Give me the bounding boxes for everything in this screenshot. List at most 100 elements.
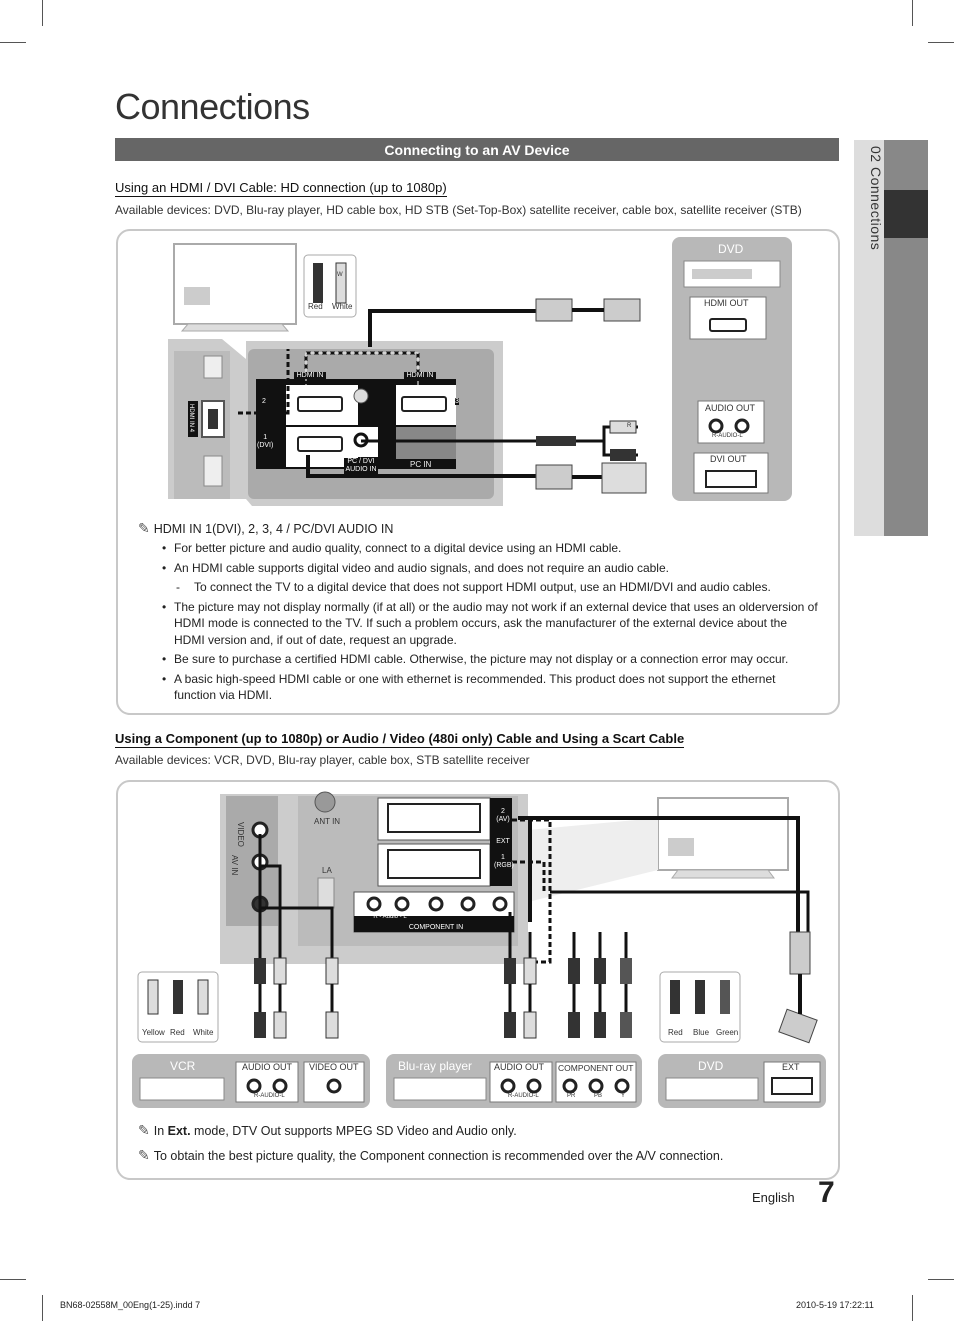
ant-in-port bbox=[314, 791, 336, 813]
port-2-label: 2 bbox=[262, 398, 266, 405]
hdmi-port-3-slot bbox=[401, 396, 447, 412]
side-tab-active bbox=[884, 190, 928, 238]
rca-plug bbox=[609, 420, 637, 434]
bluray-audio-out-box bbox=[489, 1061, 553, 1103]
ext-label: EXT bbox=[494, 838, 512, 845]
cable-red-label: Red bbox=[308, 302, 323, 311]
pb-label: PB bbox=[594, 1093, 603, 1099]
vcr-audio-out-label: AUDIO OUT bbox=[242, 1062, 293, 1072]
hdmi-note-title-text: HDMI IN 1(DVI), 2, 3, 4 / PC/DVI AUDIO I… bbox=[153, 522, 394, 536]
audio-out-label: AUDIO OUT bbox=[705, 403, 756, 413]
cable-white-label: White bbox=[193, 1028, 214, 1037]
bluray-component-out-label: COMPONENT OUT bbox=[558, 1063, 634, 1073]
bluray-label: Blu-ray player bbox=[398, 1059, 473, 1073]
bluray-y-jack bbox=[614, 1078, 630, 1094]
scart-cable-to-tv bbox=[530, 816, 800, 932]
av-cable bbox=[260, 864, 282, 958]
audio-plug bbox=[536, 436, 576, 446]
tv-stand bbox=[671, 869, 775, 879]
y-jack bbox=[492, 896, 508, 912]
scart-cable bbox=[550, 890, 810, 932]
pencil-icon: ✎ bbox=[138, 1122, 150, 1138]
pc-in-label: PC IN bbox=[410, 460, 432, 469]
y-label: Y bbox=[621, 1093, 626, 1099]
tv-outline bbox=[657, 797, 789, 871]
ext1-label: 1 (RGB) bbox=[494, 854, 514, 870]
cable-segments bbox=[258, 984, 628, 1012]
plug bbox=[325, 1011, 339, 1039]
component-in-label: COMPONENT IN bbox=[406, 924, 466, 931]
note-bold: Ext. bbox=[167, 1124, 191, 1138]
dvd-tray bbox=[692, 269, 752, 279]
port-3-label: 3 bbox=[455, 398, 459, 405]
tv-stand bbox=[180, 323, 290, 332]
hdmi-diagram bbox=[168, 237, 792, 506]
crop-mark bbox=[928, 42, 954, 43]
slug-left: BN68-02558M_00Eng(1-25).indd 7 bbox=[60, 1300, 201, 1310]
plug bbox=[273, 957, 287, 985]
rca-plug-white bbox=[335, 262, 347, 304]
hdmi-connector bbox=[535, 464, 573, 490]
headphone-jack bbox=[353, 388, 369, 404]
plug bbox=[620, 958, 632, 984]
pr-jack bbox=[428, 896, 444, 912]
hdmi-cable-dashed-light bbox=[305, 352, 419, 385]
vcr-image bbox=[139, 1077, 225, 1101]
bullet: For better picture and audio quality, co… bbox=[158, 540, 820, 557]
tv-panel-highlight bbox=[184, 287, 210, 305]
audio-l-jack bbox=[394, 896, 410, 912]
hdmi-connector bbox=[535, 298, 573, 322]
cable-green-label: Green bbox=[716, 1028, 739, 1037]
plug-red bbox=[173, 980, 183, 1014]
bullet: An HDMI cable supports digital video and… bbox=[158, 560, 820, 577]
dvd-ext-port bbox=[771, 1077, 813, 1095]
plug-red bbox=[670, 980, 680, 1014]
crop-mark bbox=[0, 1279, 26, 1280]
dvi-cable bbox=[306, 455, 536, 478]
plug bbox=[523, 1011, 537, 1039]
tv-panel-highlight bbox=[668, 838, 694, 856]
page-title: Connections bbox=[115, 86, 310, 127]
side-tab-label: 02 Connections bbox=[868, 146, 884, 251]
plug bbox=[568, 1012, 580, 1038]
plug bbox=[620, 1012, 632, 1038]
plug bbox=[568, 958, 580, 984]
dash-item: To connect the TV to a digital device th… bbox=[158, 579, 820, 596]
hdmi-available-devices: Available devices: DVD, Blu-ray player, … bbox=[115, 203, 802, 217]
audio-l-label: R - Audio - L bbox=[373, 914, 407, 920]
hdmi-heading: Using an HDMI / DVI Cable: HD connection… bbox=[115, 180, 447, 197]
dvd-dvi-port bbox=[705, 470, 757, 488]
pencil-icon: ✎ bbox=[138, 1147, 150, 1163]
av-in-label: AV IN bbox=[230, 855, 239, 876]
hdmi-side-label-bg bbox=[188, 401, 198, 437]
vcr-audio-jack bbox=[246, 1078, 262, 1094]
ant-in-label: ANT IN bbox=[314, 817, 341, 826]
ext2-label: 2 (AV) bbox=[494, 808, 512, 824]
hdmi-note-title: ✎HDMI IN 1(DVI), 2, 3, 4 / PC/DVI AUDIO … bbox=[138, 520, 393, 537]
pb-jack bbox=[460, 896, 476, 912]
component-note-2: ✎To obtain the best picture quality, the… bbox=[138, 1147, 723, 1164]
crop-mark bbox=[912, 1295, 913, 1321]
pencil-icon: ✎ bbox=[138, 520, 150, 536]
cable-yellow-label: Yellow bbox=[142, 1028, 165, 1037]
component-cables bbox=[508, 912, 628, 958]
scart-plug bbox=[789, 931, 811, 975]
side-hdmi-label: HDMI IN 4 bbox=[188, 404, 194, 433]
rca-plug-red bbox=[313, 263, 323, 303]
hdmi-port-2-slot bbox=[297, 396, 343, 412]
dvd-audio-jack-r bbox=[708, 418, 724, 434]
plug-w-label: W bbox=[337, 272, 343, 278]
crop-mark bbox=[42, 0, 43, 26]
plug bbox=[523, 957, 537, 985]
section-title: Connecting to an AV Device bbox=[115, 138, 839, 161]
rca-plug bbox=[610, 449, 636, 461]
bullet: The picture may not display normally (if… bbox=[158, 599, 820, 649]
crop-mark bbox=[912, 0, 913, 26]
scart-plug bbox=[778, 1008, 818, 1044]
plug-row bbox=[254, 957, 632, 985]
bullet: Be sure to purchase a certified HDMI cab… bbox=[158, 651, 820, 668]
usb-port bbox=[203, 455, 223, 487]
side-tab-block bbox=[884, 140, 928, 190]
dvd-audio-out-box bbox=[697, 400, 765, 444]
bluray-pr-jack bbox=[562, 1078, 578, 1094]
